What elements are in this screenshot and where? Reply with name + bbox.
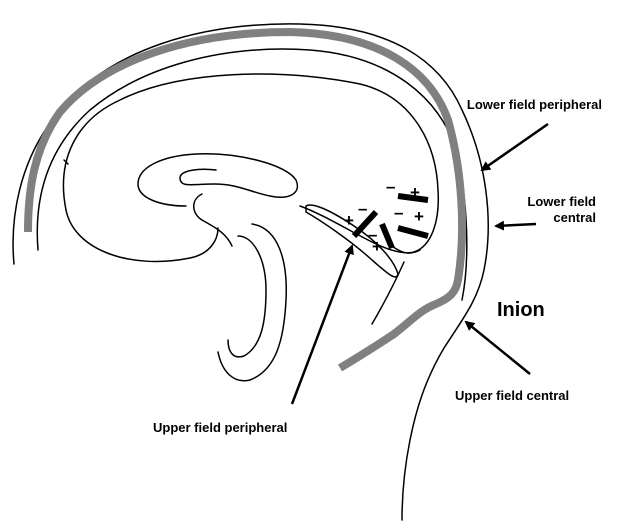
arrow-lower-field-peripheral: [482, 124, 548, 170]
brainstem-contour: [66, 194, 232, 261]
temporal-lobe: [218, 224, 286, 381]
label-upper-field-central: Upper field central: [455, 388, 569, 404]
label-inion: Inion: [497, 298, 545, 322]
arrow-upper-field-peripheral: [292, 246, 352, 404]
dipole-bar-2: [382, 224, 392, 248]
arrow-upper-field-central: [466, 322, 530, 374]
cerebellum-contour: [372, 262, 404, 324]
cortex-band: [28, 32, 462, 368]
minus-sign-2: –: [358, 199, 367, 218]
minus-sign-1: –: [386, 177, 395, 196]
plus-sign-3: +: [414, 207, 424, 226]
label-lower-field-peripheral: Lower field peripheral: [446, 97, 602, 113]
scalp-outline: [13, 24, 488, 520]
plus-sign-4: +: [372, 237, 382, 256]
corpus-callosum: [138, 154, 297, 206]
plus-sign-2: +: [344, 211, 354, 230]
label-lower-field-central-line1: Lower field: [512, 194, 596, 210]
minus-sign-3: –: [394, 203, 403, 222]
label-upper-field-peripheral: Upper field peripheral: [153, 420, 287, 436]
label-lower-field-central-line2: central: [512, 210, 596, 226]
dipole-bar-3: [398, 228, 428, 236]
label-lower-field-central: Lower field central: [512, 194, 596, 226]
plus-sign-1: +: [410, 183, 420, 202]
inner-skull-outline: [37, 49, 467, 300]
